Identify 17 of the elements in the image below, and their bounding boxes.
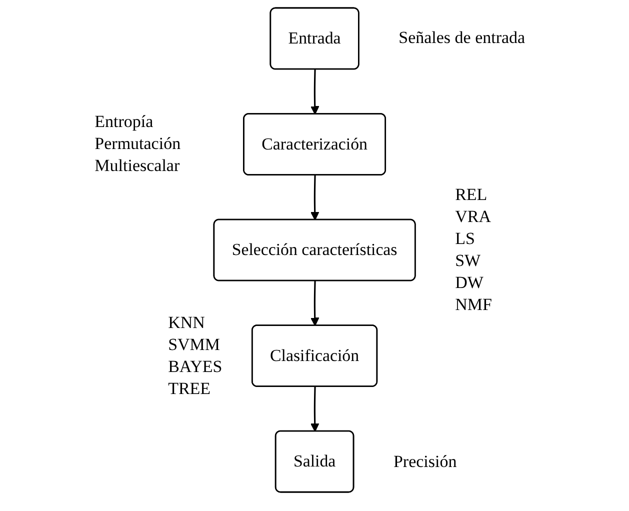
side-note: LS	[455, 228, 476, 250]
side-note: SVMM	[168, 334, 222, 356]
side-note: REL	[455, 184, 488, 206]
arrow	[310, 281, 320, 326]
side-note: KNN	[168, 312, 206, 334]
arrow	[310, 175, 320, 220]
side-note: VRA	[455, 206, 492, 228]
side-note: SW	[455, 250, 482, 272]
arrow	[310, 70, 320, 115]
side-note: NMF	[455, 294, 492, 316]
side-note: Señales de entrada	[398, 27, 526, 50]
side-note: TREE	[168, 378, 212, 400]
side-note: Entropía Permutación Multiescalar	[94, 111, 182, 178]
side-note: DW	[455, 272, 484, 294]
side-note: BAYES	[168, 356, 222, 378]
side-note: Precisión	[393, 450, 457, 472]
arrow	[310, 386, 320, 432]
